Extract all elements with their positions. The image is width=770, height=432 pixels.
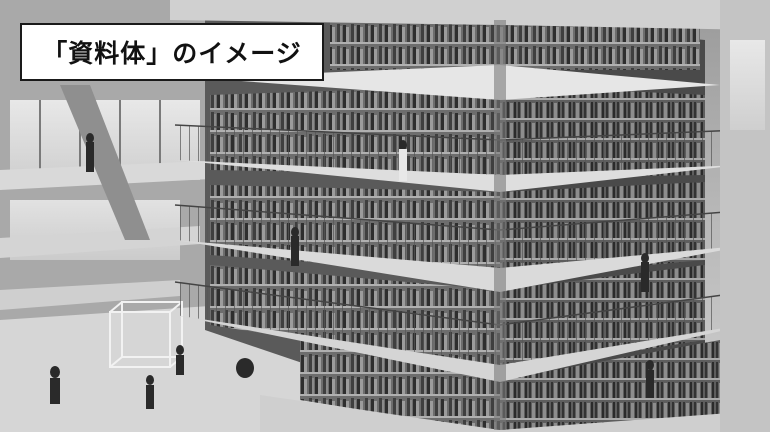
caption-text: 「資料体」のイメージ — [42, 39, 302, 68]
caption-label: 「資料体」のイメージ — [20, 23, 324, 81]
